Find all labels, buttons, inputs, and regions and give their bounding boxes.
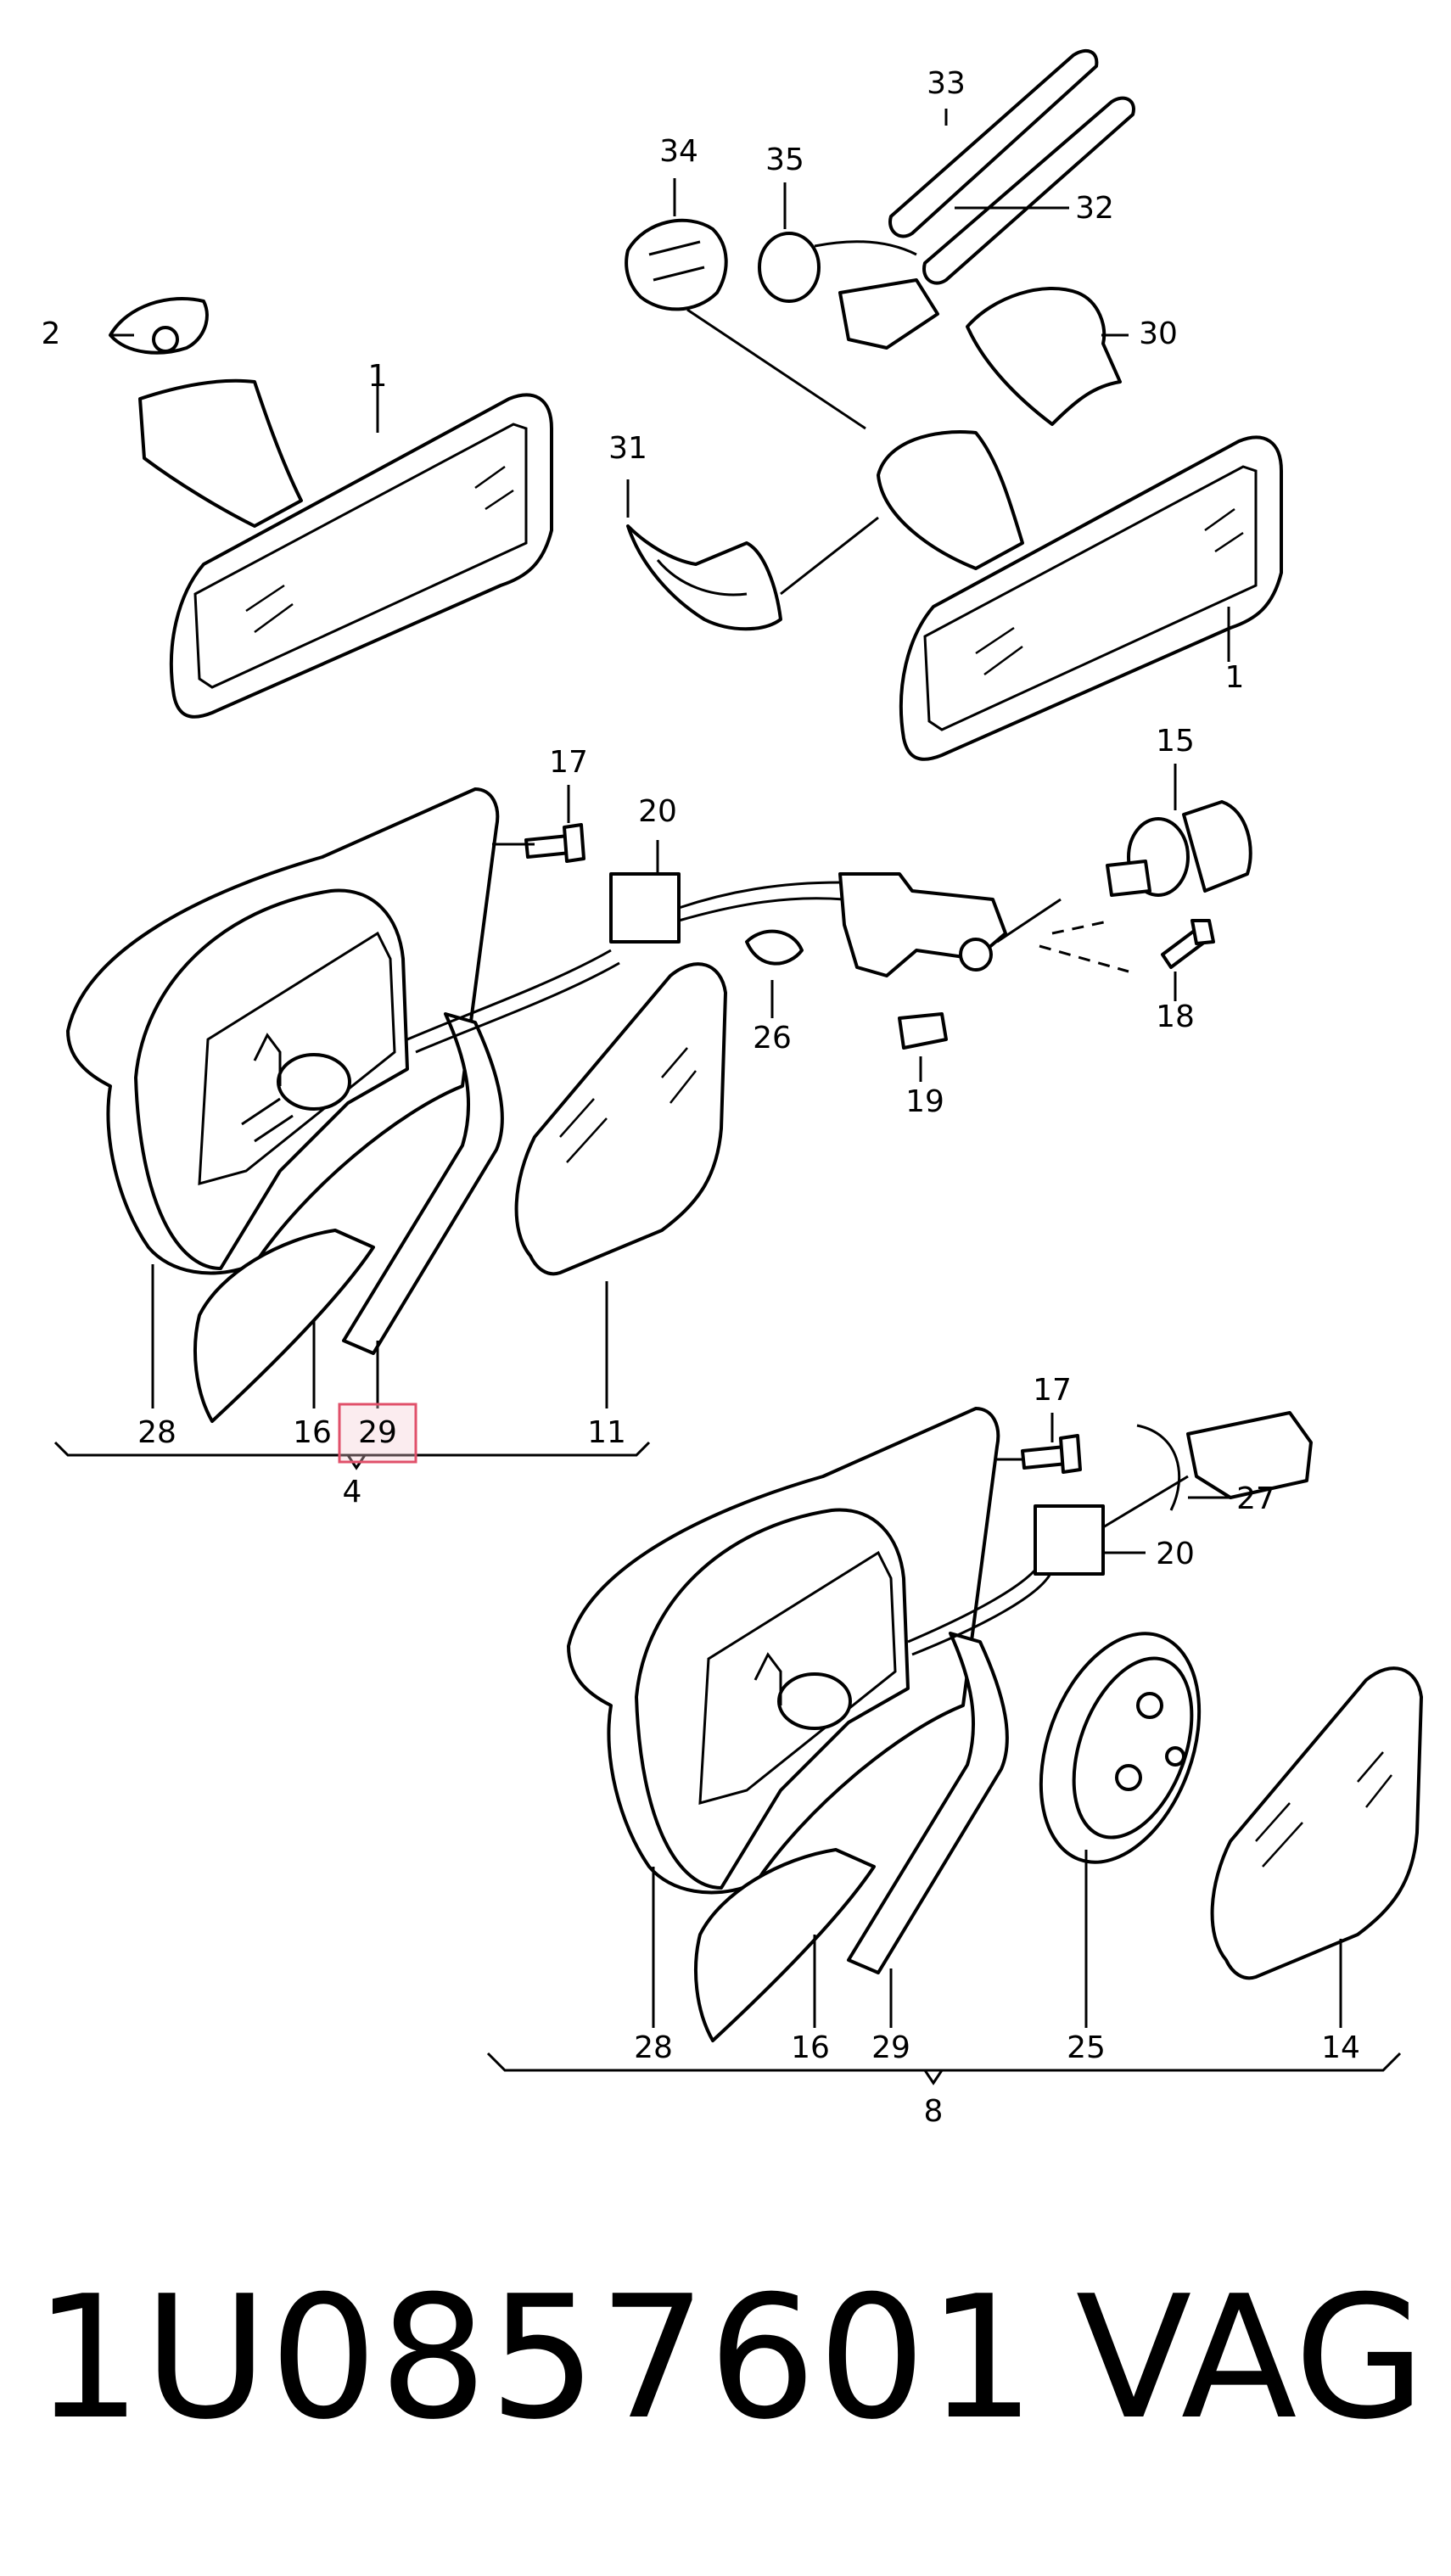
callout-20-upper: 20 [638, 794, 677, 829]
callout-17-upper: 17 [549, 745, 588, 780]
mirror-housing-28-upper [66, 787, 500, 1275]
screw-18 [1161, 919, 1215, 969]
leader-lines-mid [151, 764, 1177, 1408]
cable-32-33 [838, 48, 1135, 350]
glass-14 [1210, 1666, 1423, 1980]
caption: 1U0857601 VAG [34, 2274, 1426, 2444]
seal-29-upper [342, 1012, 504, 1355]
callout-28-upper: 28 [137, 1415, 176, 1450]
parts-diagram: 1 2 33 34 35 32 30 31 1 17 20 15 18 26 1… [42, 48, 1423, 2129]
callout-1: 1 [368, 359, 388, 394]
callout-20-lower: 20 [1156, 1537, 1195, 1571]
clip-26 [745, 929, 804, 966]
cable-and-connector-lower [907, 1411, 1313, 1656]
callout-29-upper: 29 [358, 1415, 397, 1450]
callout-26: 26 [753, 1021, 792, 1056]
trim-16-lower [694, 1848, 876, 2042]
callout-2: 2 [42, 316, 61, 351]
callout-34: 34 [659, 134, 698, 169]
dashed-axis-upper [1039, 919, 1129, 973]
callout-28-lower: 28 [634, 2030, 673, 2065]
cable-and-adjuster-upper [406, 872, 1062, 1054]
motor-15 [1106, 800, 1252, 897]
callout-18: 18 [1156, 1000, 1195, 1034]
callout-16-lower: 16 [791, 2030, 830, 2065]
callout-17-lower: 17 [1033, 1373, 1072, 1408]
clip-19 [898, 1012, 948, 1050]
callout-19: 19 [905, 1084, 944, 1119]
callout-8: 8 [924, 2094, 944, 2129]
callout-31: 31 [608, 431, 647, 466]
callout-1-right: 1 [1225, 660, 1245, 695]
actuator-25 [1039, 1632, 1202, 1864]
cover-30 [966, 286, 1122, 426]
callout-14: 14 [1321, 2030, 1360, 2065]
highlight-box [338, 1403, 417, 1464]
callout-11: 11 [587, 1415, 626, 1450]
clip-34 [625, 218, 728, 311]
callout-29-lower: 29 [871, 2030, 910, 2065]
callout-30: 30 [1139, 316, 1178, 351]
leader-lines-lower [652, 1413, 1342, 2028]
interior-mirror-right [877, 430, 1283, 761]
callout-35: 35 [765, 143, 804, 177]
callout-16-upper: 16 [293, 1415, 332, 1450]
callout-25: 25 [1067, 2030, 1106, 2065]
connector-35 [758, 232, 917, 303]
bracket-4 [53, 1441, 651, 1470]
callout-27: 27 [1236, 1481, 1275, 1516]
bracket-8 [486, 2052, 1402, 2086]
callout-32: 32 [1075, 191, 1114, 226]
callout-33: 33 [927, 66, 966, 101]
callout-4: 4 [343, 1475, 362, 1509]
seal-29-lower [847, 1632, 1009, 1974]
bolt-17-lower [1021, 1434, 1082, 1474]
glass-11 [514, 962, 727, 1276]
callout-15: 15 [1156, 724, 1195, 759]
part-number: 1U0857601 [34, 2260, 1038, 2457]
mirror-housing-28-lower [567, 1407, 1000, 1895]
trim-31 [626, 524, 782, 631]
bracket-cover-2 [109, 297, 209, 355]
trim-16-upper [193, 1229, 375, 1423]
interior-mirror-left [138, 378, 553, 719]
brand: VAG [1075, 2260, 1426, 2457]
bolt-17-upper [524, 823, 585, 863]
leader-lines-upper [110, 109, 1230, 662]
